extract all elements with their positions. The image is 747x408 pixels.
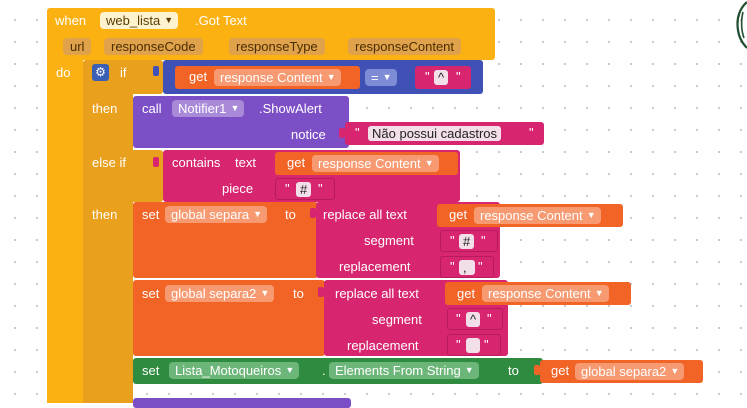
open-quote: " [285, 181, 290, 196]
replace-all-label: replace all text [335, 286, 419, 301]
replace-all-label: replace all text [323, 207, 407, 222]
to-label: to [293, 286, 304, 301]
method-label: .ShowAlert [259, 101, 322, 116]
chevron-down-icon: ▼ [285, 365, 295, 375]
close-quote: " [478, 259, 483, 274]
text-label: text [235, 155, 256, 170]
gear-icon[interactable]: ⚙ [92, 64, 109, 81]
notice-plug [339, 128, 345, 138]
chevron-down-icon: ▼ [382, 72, 392, 82]
open-quote: " [355, 125, 360, 140]
string-value-seg1[interactable]: # [459, 234, 475, 249]
open-quote: " [450, 233, 455, 248]
string-value-notice[interactable]: Não possui cadastros [368, 126, 502, 141]
close-quote: " [481, 233, 486, 248]
compare-operator-dropdown[interactable]: =▼ [365, 69, 397, 86]
notice-label: notice [291, 127, 326, 142]
event-body-spine [47, 58, 83, 403]
segment-label: segment [372, 312, 422, 327]
var-dropdown-3[interactable]: response Content▼ [474, 207, 601, 224]
open-quote: " [425, 69, 430, 84]
then2-label: then [92, 207, 118, 222]
if-spine [83, 90, 133, 403]
cond2-plug [153, 157, 159, 167]
chevron-down-icon: ▼ [464, 365, 474, 375]
param-url[interactable]: url [63, 38, 92, 55]
component-dropdown[interactable]: web_lista▼ [100, 12, 179, 29]
chevron-down-icon: ▼ [586, 210, 596, 220]
close-quote: " [484, 337, 489, 352]
set-label: set [142, 363, 160, 378]
do-label: do [56, 65, 71, 80]
chevron-down-icon: ▼ [260, 288, 270, 298]
get-label: get [551, 363, 570, 378]
global-separa-dropdown[interactable]: global separa▼ [165, 206, 268, 223]
contains-label: contains [172, 155, 221, 170]
close-quote: " [456, 69, 461, 84]
close-quote: " [487, 311, 492, 326]
property-dropdown[interactable]: Elements From String▼ [329, 362, 479, 379]
param-response-code[interactable]: responseCode [104, 38, 203, 55]
then-label: then [92, 101, 118, 116]
get-label: get [449, 207, 468, 222]
replacement-label: replacement [339, 259, 411, 274]
string-value-caret[interactable]: ^ [434, 70, 449, 85]
to-label: to [285, 207, 296, 222]
set2-plug [318, 287, 324, 297]
string-value-rep1[interactable]: , [459, 260, 475, 275]
var-dropdown-1[interactable]: response Content▼ [214, 69, 341, 86]
set3-plug [534, 365, 540, 375]
else-if-label: else if [92, 155, 126, 170]
set-label: set [142, 286, 160, 301]
open-quote: " [456, 311, 461, 326]
replacement-label: replacement [347, 338, 419, 353]
var-dropdown-2[interactable]: response Content▼ [312, 155, 439, 172]
close-quote: " [318, 181, 323, 196]
segment-label: segment [364, 233, 414, 248]
chevron-down-icon: ▼ [594, 288, 604, 298]
set1-plug [310, 208, 316, 218]
string-value-seg2[interactable]: ^ [466, 312, 481, 327]
string-value-rep2[interactable] [466, 338, 480, 353]
component-dropdown-lista[interactable]: Lista_Motoqueiros▼ [169, 362, 300, 379]
event-name: .Got Text [195, 13, 247, 28]
string-value-hash[interactable]: # [296, 182, 312, 197]
to-label: to [508, 363, 519, 378]
if-label: if [120, 65, 127, 80]
param-response-type[interactable]: responseType [229, 38, 325, 55]
chevron-down-icon: ▼ [230, 103, 240, 113]
chevron-down-icon: ▼ [670, 366, 680, 376]
get-label: get [189, 69, 208, 84]
close-quote: " [529, 125, 534, 140]
get-label: get [457, 286, 476, 301]
get-label: get [287, 155, 306, 170]
set-label: set [142, 207, 160, 222]
else-if-row [83, 150, 163, 202]
chevron-down-icon: ▼ [424, 158, 434, 168]
piece-label: piece [222, 181, 254, 196]
param-response-content[interactable]: responseContent [348, 38, 462, 55]
dot-separator: . [322, 363, 326, 378]
next-call-block-partial[interactable] [133, 398, 351, 408]
call-label: call [142, 101, 162, 116]
chevron-down-icon: ▼ [326, 72, 336, 82]
when-label: when [55, 13, 87, 28]
global-separa2-dropdown[interactable]: global separa2▼ [165, 285, 275, 302]
open-quote: " [456, 337, 461, 352]
var-dropdown-4[interactable]: response Content▼ [482, 285, 609, 302]
mascot-partial-icon [736, 1, 747, 49]
var-dropdown-5[interactable]: global separa2▼ [575, 363, 685, 380]
notifier-dropdown[interactable]: Notifier1▼ [172, 100, 245, 117]
cond1-plug [153, 66, 159, 76]
open-quote: " [450, 259, 455, 274]
chevron-down-icon: ▼ [253, 209, 263, 219]
chevron-down-icon: ▼ [164, 15, 174, 25]
